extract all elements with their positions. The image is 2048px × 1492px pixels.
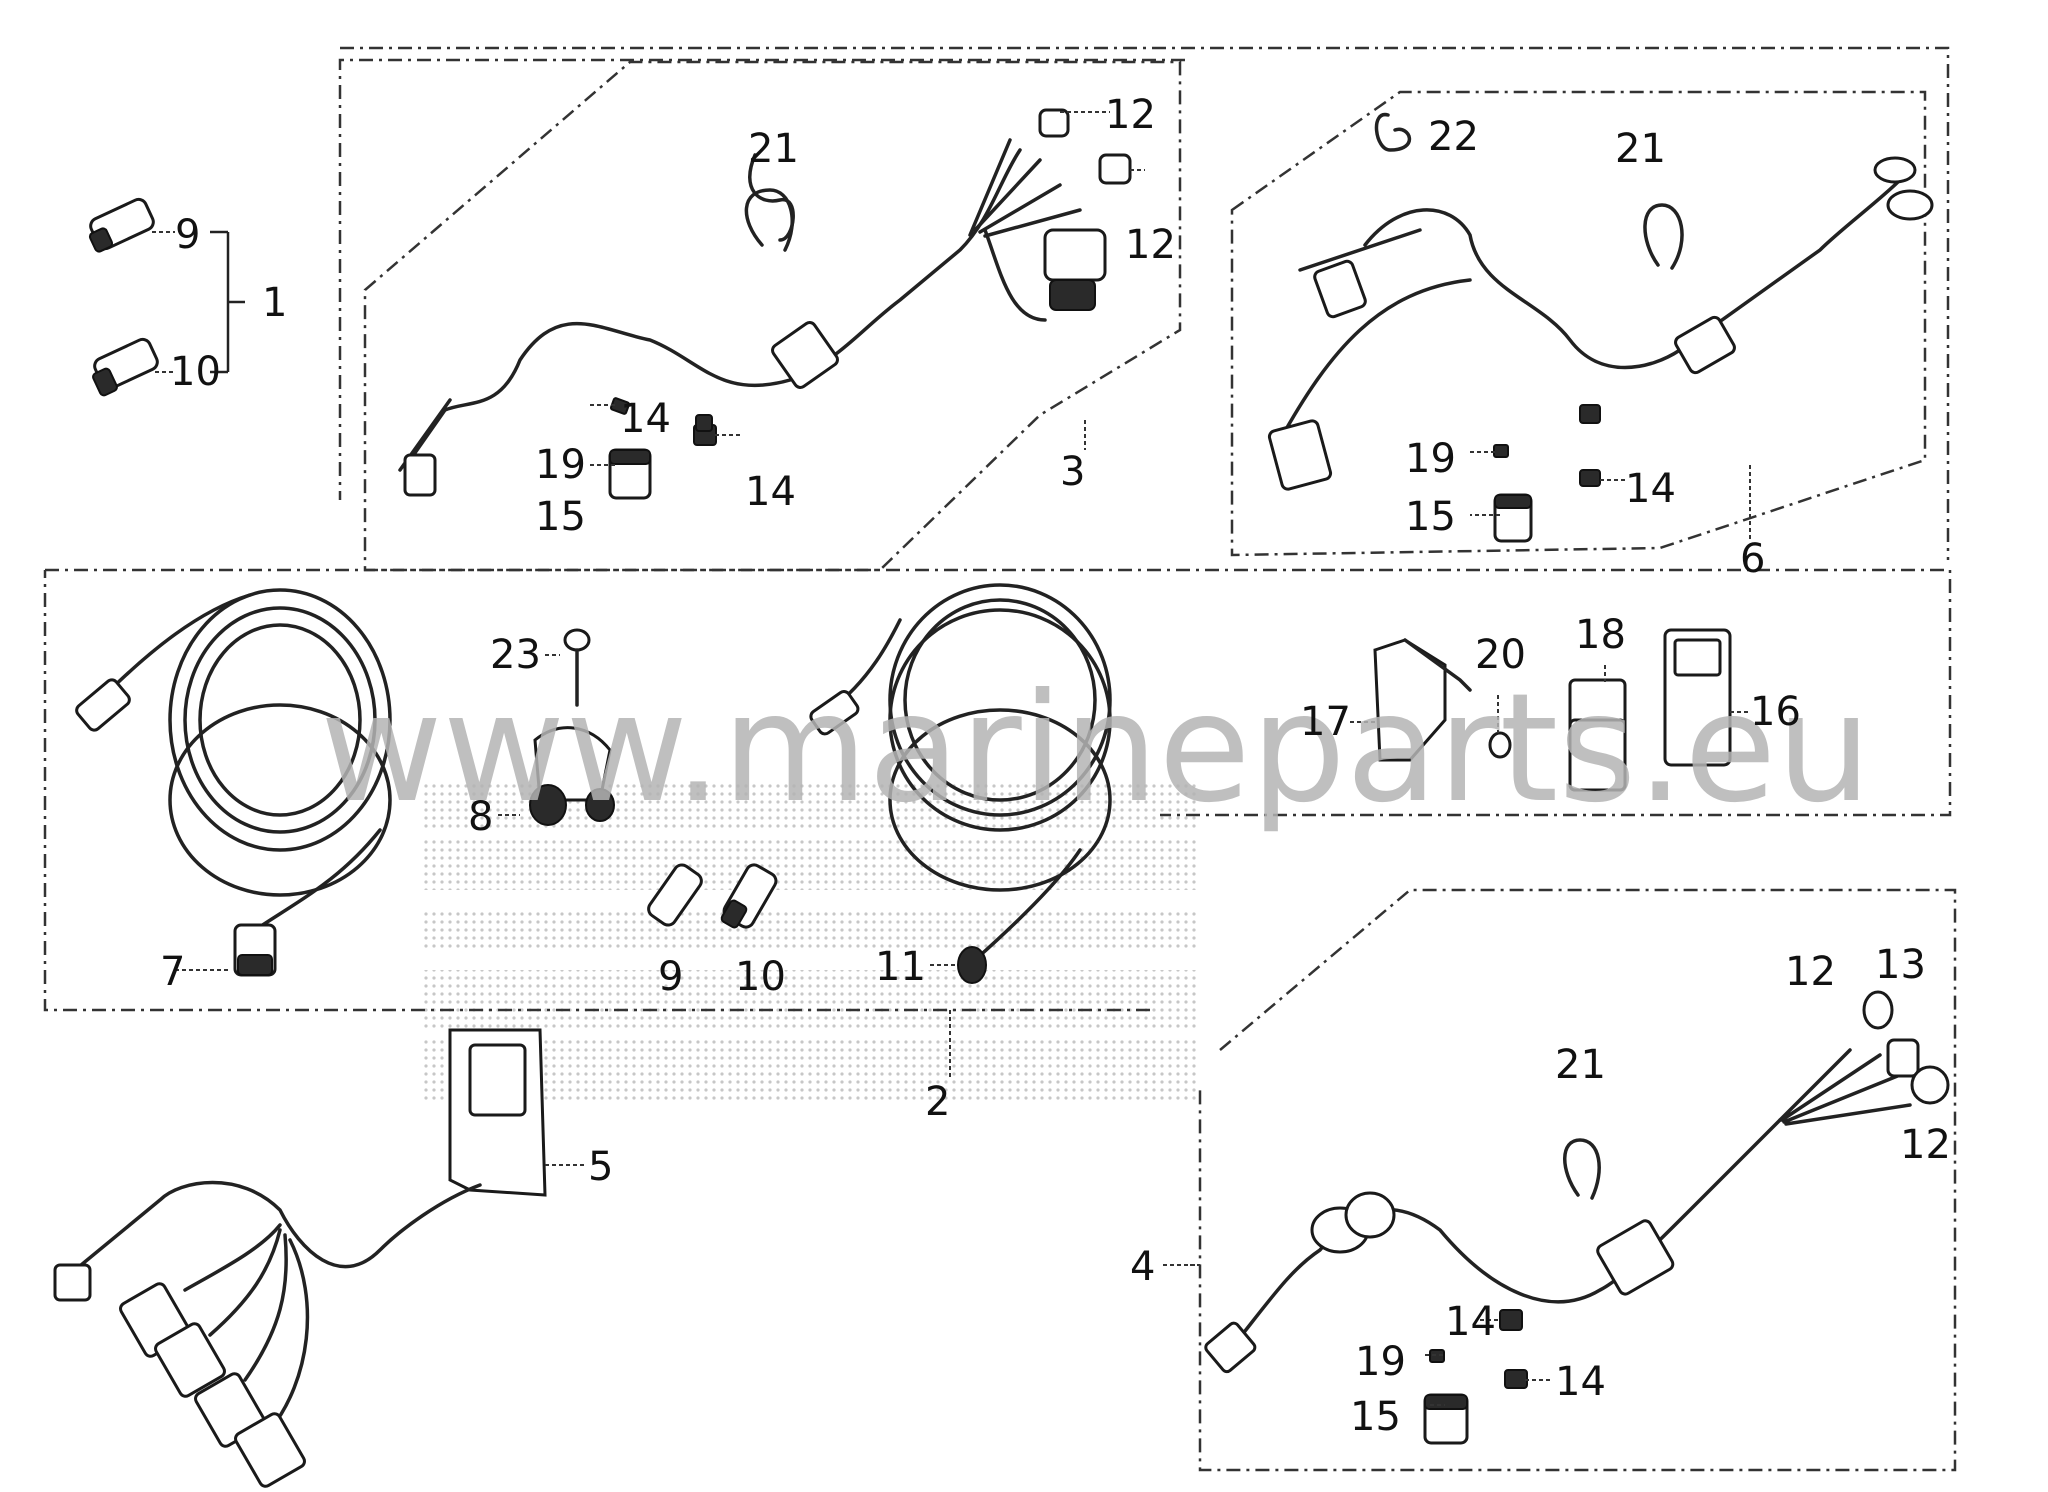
label-21: 21 — [748, 126, 799, 172]
label-4: 4 — [1130, 1244, 1155, 1290]
label-12: 12 — [1900, 1122, 1951, 1168]
label-20: 20 — [1475, 632, 1526, 678]
label-19: 19 — [535, 442, 586, 488]
label-15: 15 — [535, 494, 586, 540]
label-12: 12 — [1105, 92, 1156, 138]
label-14: 14 — [1555, 1359, 1606, 1405]
label-17: 17 — [1300, 699, 1351, 745]
label-10: 10 — [735, 954, 786, 1000]
callout-labels: 1 9 10 21 12 12 14 19 14 15 3 22 21 19 1… — [160, 92, 1951, 1440]
group-box-4 — [1198, 888, 1957, 1472]
part-18-holder — [1568, 678, 1627, 792]
label-13: 13 — [1875, 942, 1926, 988]
label-6: 6 — [1740, 536, 1765, 582]
label-23: 23 — [490, 632, 541, 678]
group-box-3 — [338, 46, 1950, 572]
label-19: 19 — [1355, 1339, 1406, 1385]
part-16-relay — [1663, 628, 1732, 767]
label-1: 1 — [262, 280, 287, 326]
label-16: 16 — [1750, 689, 1801, 735]
label-21: 21 — [1615, 126, 1666, 172]
label-14: 14 — [1625, 466, 1676, 512]
label-15: 15 — [1350, 1394, 1401, 1440]
label-3: 3 — [1060, 449, 1085, 495]
harness-6 — [1267, 113, 1934, 491]
label-14: 14 — [620, 396, 671, 442]
parts-group-4-small — [1423, 1309, 1528, 1445]
part-10-connector-top-left — [92, 337, 159, 397]
label-11: 11 — [875, 944, 926, 990]
parts-group-3-small — [608, 397, 717, 500]
label-18: 18 — [1575, 612, 1626, 658]
label-5: 5 — [588, 1144, 613, 1190]
label-7: 7 — [160, 949, 185, 995]
label-19: 19 — [1405, 436, 1456, 482]
part-8-switch — [529, 726, 615, 826]
part-10-connector-center — [720, 863, 778, 929]
label-9: 9 — [658, 954, 683, 1000]
group-box-2 — [43, 568, 1952, 1012]
part-20-clip — [1488, 731, 1512, 759]
part-21-clip-group-6 — [1643, 203, 1684, 270]
part-9-connector-center — [647, 863, 703, 927]
group-box-6 — [1230, 90, 1927, 557]
watermark: www.marineparts.eu — [320, 662, 1872, 836]
label-21: 21 — [1555, 1042, 1606, 1088]
label-14: 14 — [1445, 1299, 1496, 1345]
part-11-coil-cable — [809, 583, 1112, 984]
part-21-clip-group-4 — [1563, 1138, 1601, 1200]
part-17-bracket — [1373, 638, 1472, 762]
parts-group-6-small — [1493, 404, 1601, 543]
label-8: 8 — [468, 794, 493, 840]
label-10: 10 — [170, 349, 221, 395]
label-14: 14 — [745, 469, 796, 515]
part-7-coil-cable — [75, 588, 392, 977]
part-21-clip-top — [744, 188, 794, 252]
harness-4 — [1204, 990, 1950, 1374]
label-15: 15 — [1405, 494, 1456, 540]
harness-3 — [398, 108, 1132, 497]
label-9: 9 — [175, 212, 200, 258]
part-23-screw — [563, 628, 591, 707]
label-12: 12 — [1785, 949, 1836, 995]
label-2: 2 — [925, 1079, 950, 1125]
part-5-harness — [53, 1028, 547, 1488]
label-22: 22 — [1428, 114, 1479, 160]
part-9-connector-top-left — [88, 197, 155, 253]
label-12: 12 — [1125, 222, 1176, 268]
